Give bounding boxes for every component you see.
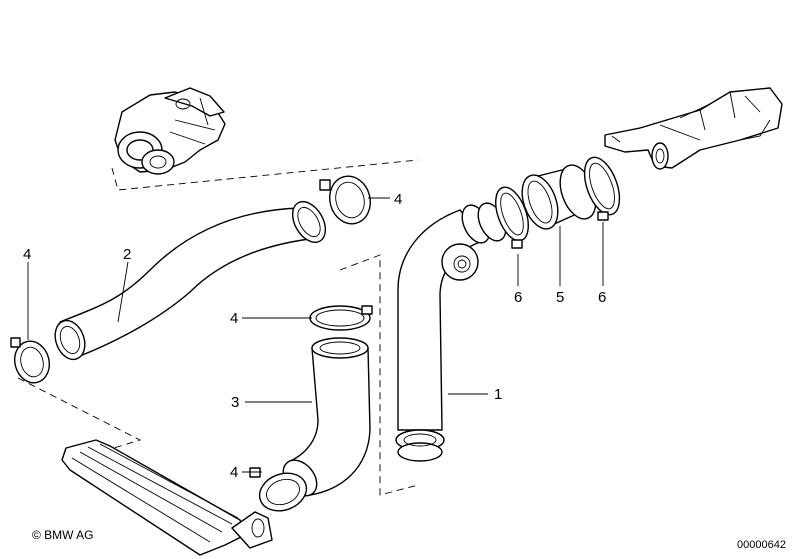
drawing-number: 00000642	[737, 539, 786, 551]
charge-air-pipe-1	[339, 202, 507, 496]
hose-clamp-6-left	[495, 186, 529, 249]
hose-clamp-middle	[309, 305, 373, 331]
hose-clamp-top	[319, 175, 371, 225]
intercooler	[17, 377, 273, 556]
callout-4-bottom: 4	[230, 464, 238, 481]
callout-4-top: 4	[394, 191, 402, 208]
callout-5: 5	[556, 289, 564, 306]
callout-2: 2	[123, 246, 131, 263]
callout-6-left: 6	[514, 289, 522, 306]
copyright-label: © BMW AG	[32, 528, 94, 542]
hose-clamp-6-right	[583, 156, 621, 221]
callout-3: 3	[231, 394, 239, 411]
charge-air-pipe-2	[54, 201, 327, 361]
callout-6-right: 6	[598, 289, 606, 306]
callout-1: 1	[494, 386, 502, 403]
callout-4-left: 4	[23, 246, 31, 263]
hose-clamp-left	[10, 337, 50, 384]
rubber-sleeve-5	[521, 164, 597, 230]
turbocharger	[111, 87, 419, 191]
leader-lines	[27, 197, 604, 473]
callout-4-middle: 4	[230, 310, 238, 327]
hose-clamp-bottom	[249, 467, 308, 512]
intake-manifold	[604, 87, 783, 170]
